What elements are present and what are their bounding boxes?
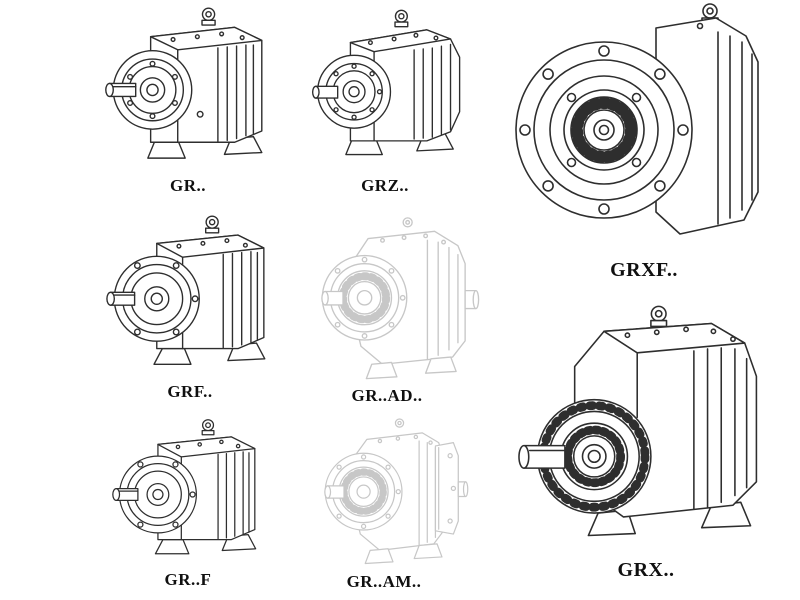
figure-label-gr-f: GR..F — [164, 570, 212, 589]
figure-gr-am: GR..AM.. — [290, 410, 478, 592]
figure-label-gr-am: GR..AM.. — [346, 572, 422, 591]
figure-label-grz: GRZ.. — [361, 176, 409, 195]
figure-grf: GRF.. — [92, 212, 288, 402]
figure-label-gr: GR.. — [170, 176, 206, 195]
gearbox-grz-drawing — [294, 4, 476, 174]
gearbox-grf-drawing — [95, 212, 285, 380]
figure-label-grxf: GRXF.. — [610, 259, 678, 281]
figure-label-gr-ad: GR..AD.. — [351, 386, 423, 405]
gearbox-gr-f-drawing — [97, 416, 279, 568]
figure-label-grx: GRX.. — [617, 559, 675, 581]
figure-gr-ad: GR..AD.. — [286, 208, 488, 406]
figure-grx: GRX.. — [498, 302, 794, 580]
gearbox-gr-drawing — [94, 4, 282, 174]
gearbox-grx-drawing — [500, 302, 792, 558]
figure-gr-f: GR..F — [92, 416, 284, 590]
figure-label-grf: GRF.. — [167, 382, 213, 401]
gearbox-gr-ad-drawing — [288, 208, 486, 384]
figure-gr: GR.. — [92, 4, 284, 196]
figure-grxf: GRXF.. — [498, 0, 790, 280]
figure-grz: GRZ.. — [292, 4, 478, 196]
gearbox-gr-am-drawing — [292, 410, 476, 570]
gearbox-grxf-drawing — [500, 0, 788, 258]
